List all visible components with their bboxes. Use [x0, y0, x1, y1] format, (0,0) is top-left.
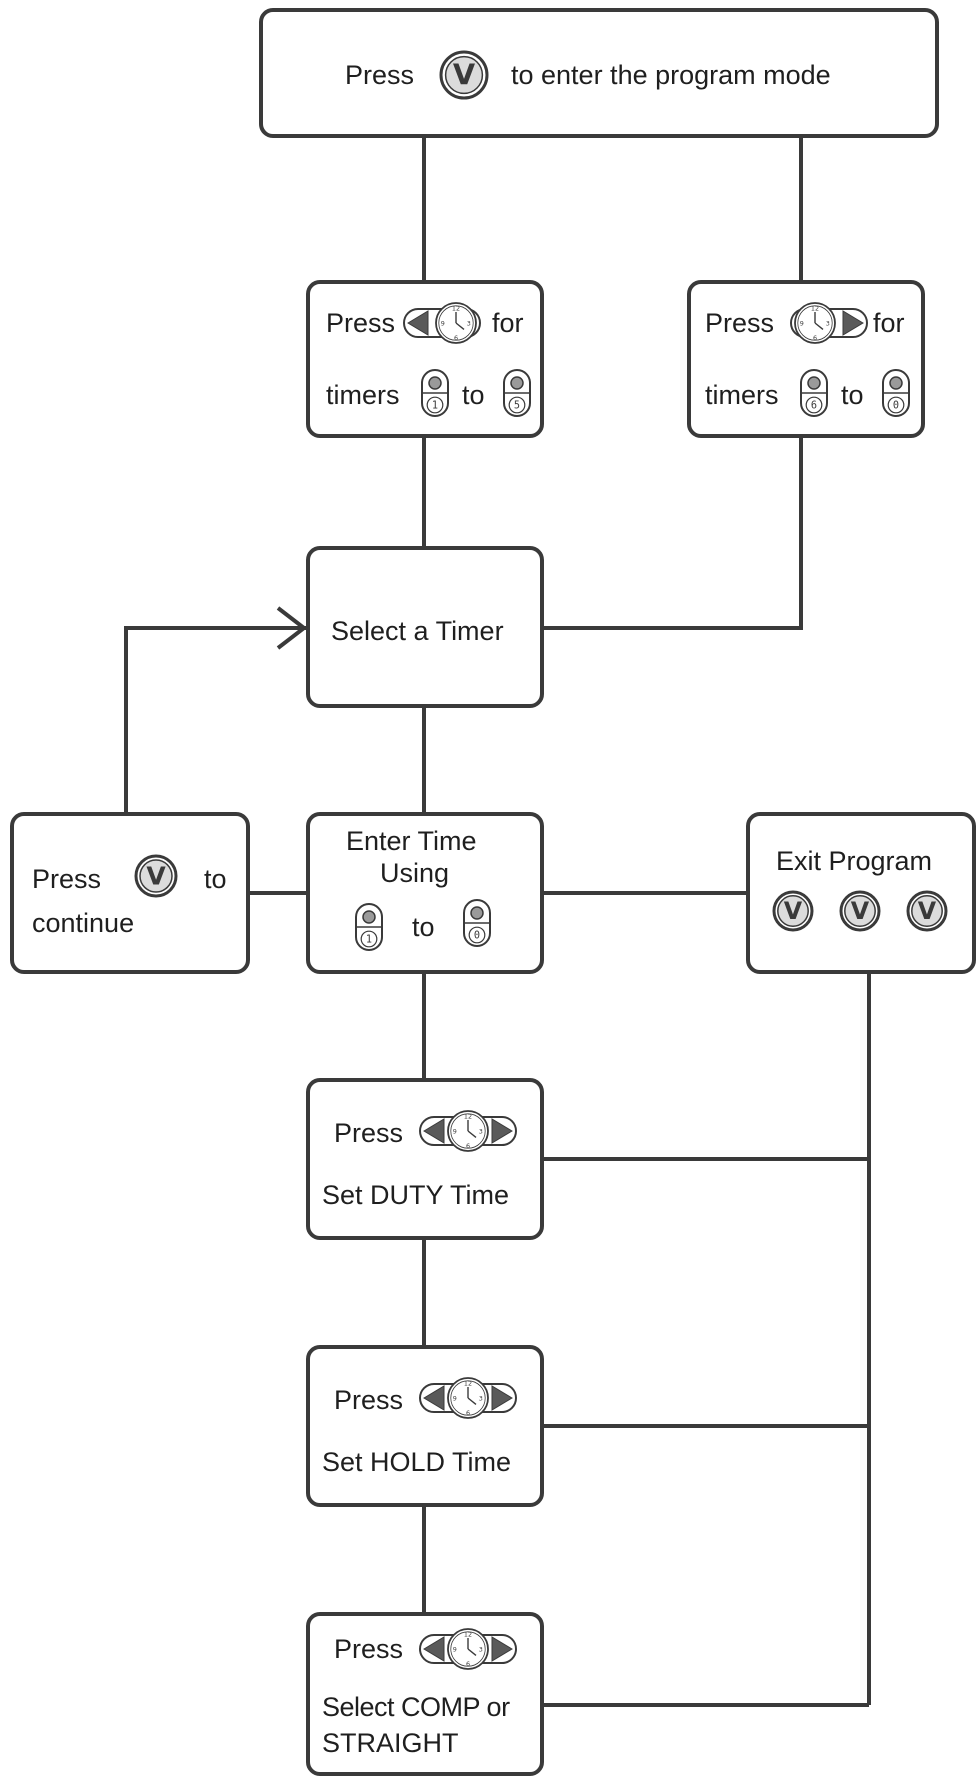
- hold-press-text: Press: [334, 1385, 404, 1415]
- comp-press-text: Press: [334, 1634, 404, 1664]
- set-duty-time-box: Press 12 3 6 9 Set DUTY Time: [306, 1078, 544, 1240]
- clock-right-arrow-icon: 12 3 6 9: [790, 302, 868, 344]
- digit-0-key-icon: 0: [882, 369, 910, 417]
- svg-text:6: 6: [811, 401, 817, 412]
- svg-text:1: 1: [432, 401, 438, 412]
- svg-text:0: 0: [474, 931, 480, 942]
- svg-text:6: 6: [454, 334, 458, 342]
- continue-text: continue: [32, 908, 135, 938]
- timers-6-to-0-box: Press 12 3 6 9 for timers 6 to 0: [687, 280, 925, 438]
- timers-1-to-5-box: Press 12 3 6 9 for timers 1 to 5: [306, 280, 544, 438]
- svg-text:3: 3: [479, 1645, 483, 1653]
- svg-text:V: V: [918, 897, 937, 925]
- svg-text:6: 6: [466, 1409, 470, 1417]
- enter-time-text: Enter Time: [346, 826, 477, 856]
- v-key-icon-1: V: [772, 890, 814, 932]
- duty-press-text: Press: [334, 1118, 404, 1148]
- clock-left-arrow-icon: 12 3 6 9: [403, 302, 481, 344]
- select-comp-box: Press 12 3 6 9 Select COMP or STRAIGHT: [306, 1612, 544, 1776]
- digit-0-key-icon: 0: [463, 899, 491, 947]
- v-key-icon: V: [439, 50, 489, 100]
- select-timer-box: Select a Timer: [306, 546, 544, 708]
- left-timers-label: timers: [326, 380, 400, 410]
- v-key-icon-2: V: [839, 890, 881, 932]
- set-hold-time-box: Press 12 3 6 9 Set HOLD Time: [306, 1345, 544, 1507]
- svg-text:0: 0: [893, 401, 899, 412]
- arrowhead-select-timer: [276, 606, 308, 650]
- program-mode-text: to enter the program mode: [511, 60, 831, 90]
- right-timers-label: timers: [705, 380, 779, 410]
- program-mode-box: Press V to enter the program mode: [259, 8, 939, 138]
- hold-label-text: Set HOLD Time: [322, 1447, 512, 1477]
- v-key-icon: V: [134, 854, 178, 898]
- right-timers-press-text: Press: [705, 308, 775, 338]
- comp-line1-text: Select COMP or: [322, 1692, 510, 1722]
- svg-text:3: 3: [467, 319, 471, 327]
- svg-text:1: 1: [366, 935, 372, 946]
- clock-both-arrows-icon: 12 3 6 9: [419, 1110, 517, 1152]
- svg-text:3: 3: [479, 1127, 483, 1135]
- svg-text:6: 6: [466, 1660, 470, 1668]
- enter-time-box: Enter Time Using 1 to 0: [306, 812, 544, 974]
- svg-text:12: 12: [464, 1113, 472, 1121]
- digit-5-key-icon: 5: [503, 369, 531, 417]
- continue-press-text: Press: [32, 864, 102, 894]
- v-key-icon-3: V: [906, 890, 948, 932]
- svg-text:5: 5: [514, 401, 520, 412]
- clock-both-arrows-icon: 12 3 6 9: [419, 1377, 517, 1419]
- duty-label-text: Set DUTY Time: [322, 1180, 510, 1210]
- svg-text:12: 12: [464, 1380, 472, 1388]
- digit-1-key-icon: 1: [421, 369, 449, 417]
- exit-program-box: Exit Program V V V: [746, 812, 976, 974]
- right-timers-for-text: for: [873, 308, 905, 338]
- program-press-text: Press: [345, 60, 415, 90]
- svg-text:9: 9: [453, 1645, 457, 1653]
- left-timers-to-text: to: [462, 380, 485, 410]
- select-timer-text: Select a Timer: [331, 616, 504, 646]
- comp-line2-text: STRAIGHT: [322, 1728, 459, 1758]
- enter-time-to-text: to: [412, 912, 435, 942]
- svg-text:V: V: [453, 58, 476, 92]
- svg-text:12: 12: [452, 305, 460, 313]
- svg-text:9: 9: [441, 319, 445, 327]
- svg-text:3: 3: [479, 1394, 483, 1402]
- left-timers-press-text: Press: [326, 308, 396, 338]
- left-timers-for-text: for: [492, 308, 524, 338]
- svg-text:V: V: [146, 861, 166, 890]
- enter-time-using-text: Using: [380, 858, 450, 888]
- svg-text:9: 9: [800, 319, 804, 327]
- digit-1-key-icon: 1: [355, 903, 383, 951]
- svg-text:V: V: [851, 897, 870, 925]
- svg-text:12: 12: [811, 305, 819, 313]
- connector-right-timers-to-select: [544, 438, 803, 630]
- svg-text:3: 3: [826, 319, 830, 327]
- svg-text:6: 6: [813, 334, 817, 342]
- connector-continue-to-select: [124, 626, 306, 812]
- clock-both-arrows-icon: 12 3 6 9: [419, 1628, 517, 1670]
- exit-program-text: Exit Program: [776, 846, 933, 876]
- svg-text:6: 6: [466, 1142, 470, 1150]
- continue-box: Press V to continue: [10, 812, 250, 974]
- svg-text:V: V: [784, 897, 803, 925]
- continue-to-text: to: [204, 864, 227, 894]
- digit-6-key-icon: 6: [800, 369, 828, 417]
- svg-text:9: 9: [453, 1394, 457, 1402]
- svg-text:9: 9: [453, 1127, 457, 1135]
- right-timers-to-text: to: [841, 380, 864, 410]
- svg-text:12: 12: [464, 1631, 472, 1639]
